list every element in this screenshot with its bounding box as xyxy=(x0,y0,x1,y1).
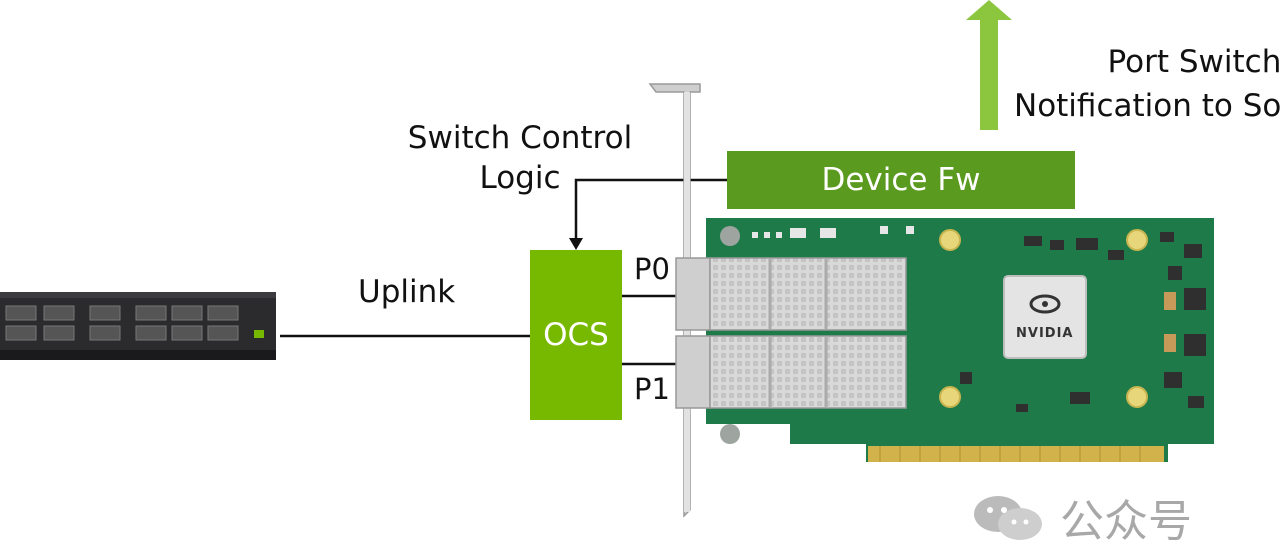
port-p0-label: P0 xyxy=(634,252,670,286)
port-p1-label: P1 xyxy=(634,372,670,406)
notification-arrow-icon xyxy=(966,0,1012,130)
notify-label-line1: Port Switch xyxy=(1107,44,1280,80)
qsfp-port-p0 xyxy=(675,257,907,331)
ocs-box: OCS xyxy=(530,250,622,420)
device-fw-label: Device Fw xyxy=(821,162,981,198)
notify-label-line2: Notification to So xyxy=(1014,88,1280,124)
switch-control-label-line1: Switch Control xyxy=(407,120,633,156)
nvidia-logo-icon xyxy=(1029,294,1061,314)
uplink-label: Uplink xyxy=(358,274,456,310)
network-switch-icon xyxy=(0,292,276,360)
port-switch-notification-label: Port Switch Notification to So xyxy=(1014,40,1280,128)
switch-control-logic-label: Switch Control Logic xyxy=(400,118,640,198)
switch-control-label-line2: Logic xyxy=(479,160,561,196)
watermark-text: 公众号 xyxy=(1060,496,1192,547)
ocs-label: OCS xyxy=(543,317,609,353)
chip-brand-label: NVIDIA xyxy=(1016,326,1074,341)
watermark: 公众号 xyxy=(968,492,1192,547)
wechat-icon xyxy=(974,496,1042,540)
control-arrowhead xyxy=(569,238,583,250)
qsfp-port-p1 xyxy=(675,335,907,409)
control-line xyxy=(574,178,727,240)
device-fw-box: Device Fw xyxy=(727,151,1075,209)
